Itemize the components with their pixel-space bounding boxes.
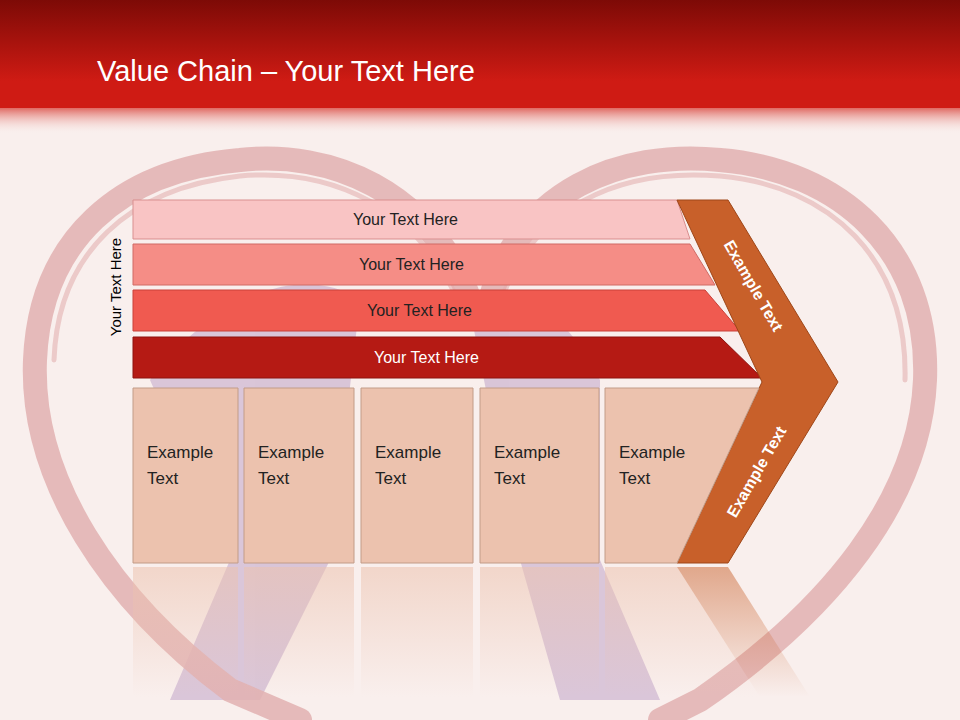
activity-box: Example Text bbox=[605, 388, 760, 563]
activity-band: Your Text Here bbox=[133, 200, 691, 239]
activity-box: Example Text bbox=[244, 388, 354, 563]
activity-box: Example Text bbox=[361, 388, 473, 563]
node-text: Your Text Here bbox=[353, 211, 458, 229]
node-text: Your Text Here bbox=[367, 302, 472, 320]
reflection bbox=[133, 567, 810, 697]
slide-title: Value Chain – Your Text Here bbox=[97, 55, 475, 88]
node-text: Your Text Here bbox=[359, 256, 464, 274]
node-text: Your Text Here bbox=[374, 349, 479, 367]
activity-box: Example Text bbox=[480, 388, 599, 563]
activity-band: Your Text Here bbox=[133, 290, 741, 331]
node-text: Example Text bbox=[494, 440, 574, 491]
header-fade bbox=[0, 108, 960, 134]
node-text: Example Text bbox=[375, 440, 455, 491]
node-text: Example Text bbox=[619, 440, 699, 491]
activity-box: Example Text bbox=[133, 388, 238, 563]
axis-label: Your Text Here bbox=[107, 238, 124, 336]
activity-band: Your Text Here bbox=[133, 244, 716, 285]
node-text: Example Text bbox=[147, 440, 227, 491]
header-bar bbox=[0, 0, 960, 108]
activity-band: Your Text Here bbox=[133, 337, 763, 378]
heart-outline bbox=[35, 159, 925, 720]
node-text: Example Text bbox=[258, 440, 338, 491]
